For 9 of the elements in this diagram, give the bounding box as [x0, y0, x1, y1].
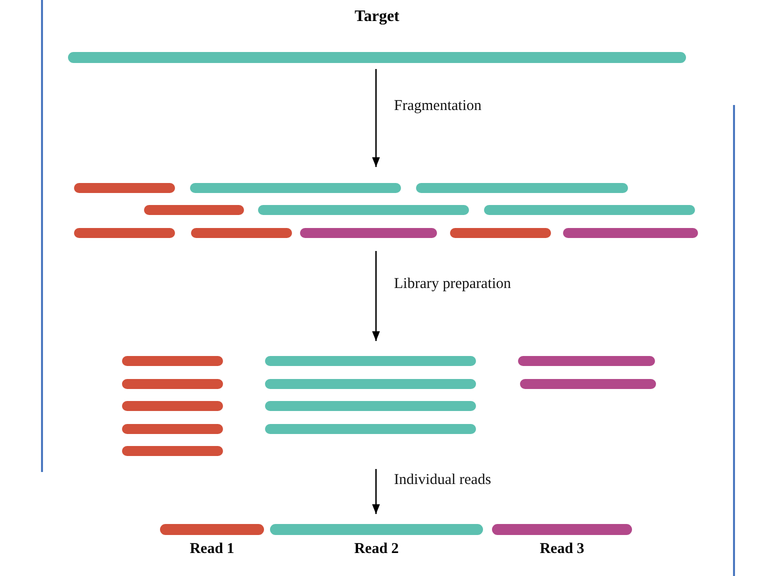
arrow: [372, 469, 380, 514]
arrow: [372, 69, 380, 167]
read-label: Read 1: [190, 540, 234, 558]
arrow: [372, 251, 380, 341]
read-label: Read 2: [354, 540, 399, 558]
edge-label: Fragmentation: [394, 98, 482, 115]
read-label: Read 3: [540, 540, 584, 558]
title: Target: [354, 8, 400, 26]
edge-label: Library preparation: [394, 276, 512, 293]
